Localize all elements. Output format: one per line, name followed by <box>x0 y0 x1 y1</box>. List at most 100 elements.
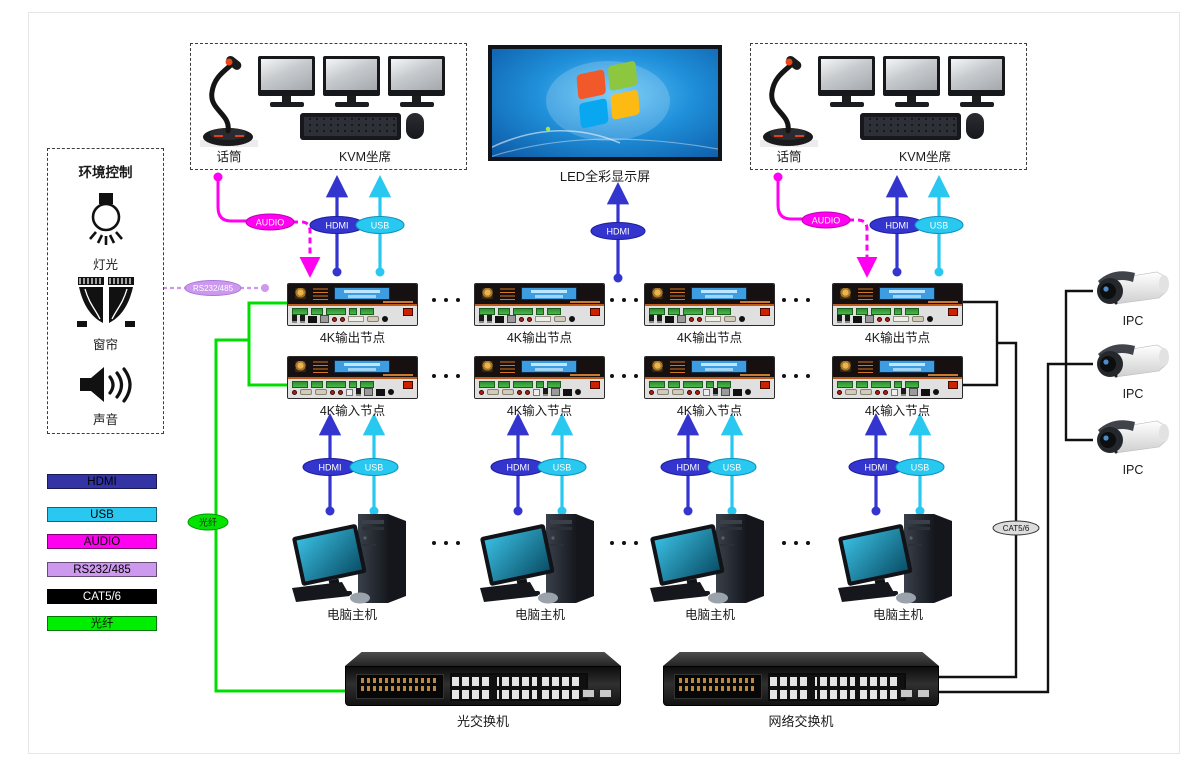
usb-port <box>356 388 361 396</box>
device-connector-panel <box>645 379 774 398</box>
dot <box>794 541 798 545</box>
power-switch <box>760 380 770 389</box>
rj-port <box>320 315 329 323</box>
svg-text:RS232/485: RS232/485 <box>193 284 234 293</box>
svg-text:光纤: 光纤 <box>199 517 217 528</box>
switch-top-face <box>663 652 939 666</box>
curtain-icon <box>76 277 135 327</box>
rj-port <box>865 315 874 323</box>
vga-port <box>860 389 872 395</box>
vga-port <box>300 389 312 395</box>
device-connector-panel <box>833 379 962 398</box>
lcd-screen <box>879 287 935 300</box>
device-front-panel <box>475 357 604 379</box>
pw-port <box>382 316 388 322</box>
status-leds <box>500 360 515 373</box>
kvm-keyboard-left <box>300 113 401 140</box>
svg-text:HDMI: HDMI <box>326 221 349 231</box>
computer-2 <box>480 508 600 604</box>
cat56-line-ipc-to-switch <box>937 362 1093 694</box>
ellipsis-dots <box>610 541 638 545</box>
terminal-block <box>856 308 868 315</box>
pw-port <box>575 389 581 395</box>
device-connector-panel <box>833 306 962 325</box>
status-leds <box>670 287 685 300</box>
link-label-pill-HDMI: HDMI <box>848 458 904 476</box>
link-label-pill-HDMI: HDMI <box>869 216 925 234</box>
sq-port <box>308 315 317 323</box>
link-label-pill-CAT5/6: CAT5/6 <box>992 520 1040 536</box>
device-front-panel <box>833 284 962 306</box>
svg-text:HDMI: HDMI <box>507 463 530 473</box>
ipc-camera-2 <box>1093 339 1173 391</box>
lcd-screen <box>691 360 747 373</box>
input-node-1 <box>287 356 418 399</box>
brand-logo <box>652 361 663 372</box>
usb-port <box>649 315 654 323</box>
desktop-pc-icon <box>480 514 594 604</box>
sq-port <box>853 315 862 323</box>
usbb-port <box>346 388 353 396</box>
rj-port <box>909 388 918 396</box>
usb-port <box>901 388 906 396</box>
model-text <box>383 301 413 303</box>
svg-text:CAT5/6: CAT5/6 <box>1003 524 1030 533</box>
sq-port <box>376 388 385 396</box>
terminal-block <box>856 381 868 388</box>
output-node-4 <box>832 283 963 326</box>
dot <box>432 541 436 545</box>
usb-port <box>845 315 850 323</box>
brand-logo <box>295 288 306 299</box>
terminal-block <box>683 308 703 315</box>
cat56-node-bracket <box>963 300 999 387</box>
sfp-module-slots <box>356 674 444 699</box>
dot <box>456 298 460 302</box>
terminal-block <box>498 308 510 315</box>
dot <box>610 541 614 545</box>
dot-port <box>875 389 880 395</box>
monitor-screen <box>948 56 1005 96</box>
lcd-screen <box>691 287 747 300</box>
terminal-block <box>513 308 533 315</box>
uplink-ports <box>900 689 930 698</box>
brand-logo <box>840 361 851 372</box>
terminal-block <box>717 308 731 315</box>
terminal-block <box>905 381 919 388</box>
power-switch <box>948 307 958 316</box>
terminal-block <box>837 381 853 388</box>
dot <box>806 298 810 302</box>
input-node-label-3: 4K输入节点 <box>676 404 743 418</box>
terminal-block <box>311 308 323 315</box>
link-label-pill-HDMI: HDMI <box>660 458 716 476</box>
output-node-label-4: 4K输出节点 <box>864 331 931 345</box>
lcd-screen <box>879 360 935 373</box>
sq-port <box>495 315 504 323</box>
terminal-block <box>683 381 703 388</box>
terminal-block <box>292 381 308 388</box>
dot-port <box>332 316 337 322</box>
input-node-4 <box>832 356 963 399</box>
rj45-port-bank <box>450 673 588 701</box>
input-node-label-1: 4K输入节点 <box>319 404 386 418</box>
environment-control-title: 环境控制 <box>78 165 133 180</box>
dot <box>622 298 626 302</box>
rj45-port-bank <box>768 673 906 701</box>
rj-port <box>364 388 373 396</box>
device-connector-panel <box>475 306 604 325</box>
sq-port <box>563 388 572 396</box>
link-label-pill-USB: USB <box>914 216 964 234</box>
link-label-pill-USB: USB <box>537 458 587 476</box>
computer-label-1: 电脑主机 <box>326 608 377 622</box>
wire-endpoint-dot <box>773 172 783 182</box>
terminal-block <box>717 381 731 388</box>
optical-switch-label: 光交换机 <box>456 714 509 729</box>
pw-port <box>388 389 394 395</box>
env-item-light-label: 灯光 <box>92 258 118 272</box>
network-switch <box>663 652 939 712</box>
input-node-label-2: 4K输入节点 <box>506 404 573 418</box>
light-bulb-icon <box>88 193 123 245</box>
link-label-pill-AUDIO: AUDIO <box>801 211 851 229</box>
monitor-neck <box>907 96 916 102</box>
power-switch <box>403 307 413 316</box>
monitor-base <box>959 102 994 107</box>
